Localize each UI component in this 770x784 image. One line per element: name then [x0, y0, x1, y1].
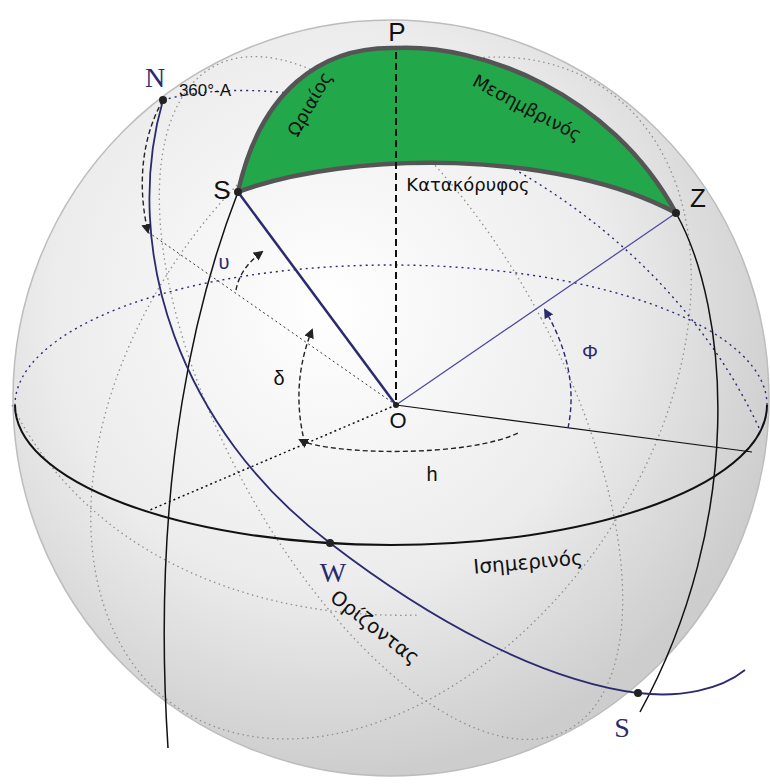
zenith-radius	[396, 213, 676, 405]
horizon-label: Ορίζοντας	[327, 586, 423, 667]
azimuth-label: 360°-A	[179, 82, 231, 99]
hour-angle-arc	[300, 432, 520, 451]
south-label: S	[614, 714, 630, 742]
angle-arcs	[142, 100, 571, 451]
center-point	[393, 402, 399, 408]
dotted-circle	[64, 0, 717, 784]
equator-radius	[150, 405, 396, 510]
star-label: S	[213, 177, 230, 203]
pole-label: P	[388, 19, 405, 45]
declination-label: δ	[273, 368, 284, 388]
altitude-arc	[236, 252, 262, 290]
vertical-arc	[238, 163, 676, 213]
latitude-label: Φ	[582, 342, 598, 362]
zenith-label: Z	[690, 185, 706, 211]
equator-back	[15, 265, 767, 405]
meridian-arc	[396, 48, 676, 213]
horizon-radius	[148, 232, 396, 405]
star-radius	[238, 192, 396, 405]
vertical-circle-label: Κατακόρυφος	[406, 176, 529, 194]
horizon-front	[149, 100, 745, 694]
dotted-circle	[12, 405, 420, 615]
hour-circle-lower	[164, 192, 238, 748]
altitude-label: υ	[219, 252, 230, 272]
sphere-outline	[13, 20, 769, 776]
west-point	[326, 539, 334, 547]
equator-front	[15, 405, 767, 545]
triangle-sides	[238, 48, 676, 213]
zenith-point	[672, 209, 680, 217]
star-point	[234, 188, 242, 196]
north-point	[159, 96, 167, 104]
spherical-triangle	[238, 48, 676, 213]
equator-radius	[396, 405, 752, 452]
equator-label: Ισημερινός	[473, 547, 584, 576]
azimuth-arc	[142, 100, 163, 232]
points	[159, 96, 680, 697]
hour-arc	[238, 48, 396, 192]
hour-angle-label: h	[426, 464, 437, 484]
declination-arc	[299, 330, 312, 444]
meridian-label: Μεσημβρινός	[470, 72, 585, 144]
latitude-arc	[545, 310, 571, 428]
center-label: O	[389, 410, 406, 432]
meridian-lower	[640, 213, 718, 712]
north-label: N	[145, 64, 165, 92]
west-label: W	[320, 559, 346, 587]
hour-circle-label: Ωριαίος	[285, 69, 336, 139]
south-point	[634, 689, 642, 697]
polar-axis	[395, 52, 397, 405]
